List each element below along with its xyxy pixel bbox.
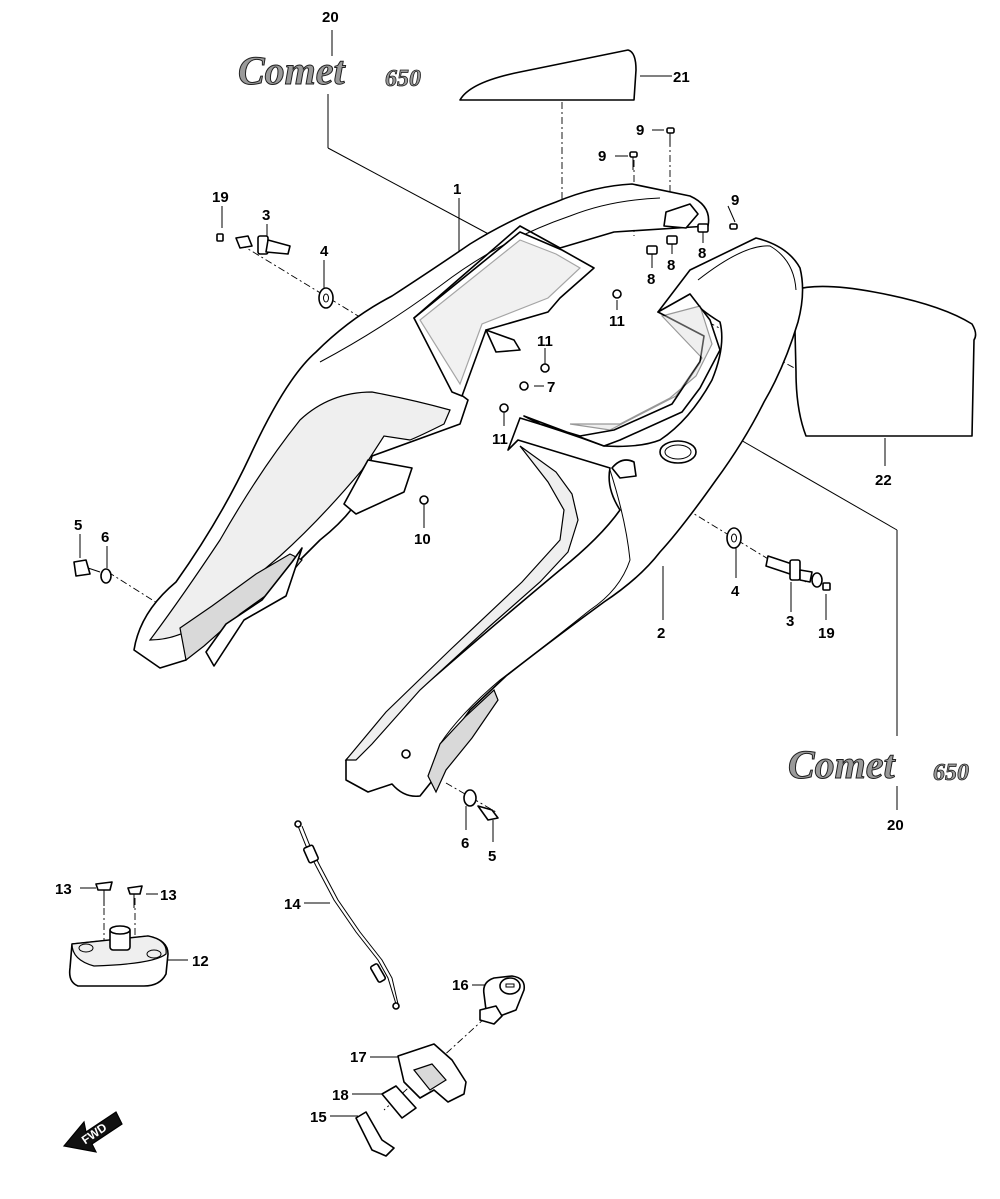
callout-20-bottom: 20 — [887, 817, 904, 834]
callout-17: 17 — [350, 1049, 367, 1066]
callout-10: 10 — [414, 531, 431, 548]
callout-11-a: 11 — [609, 313, 625, 330]
side-cover-right — [344, 237, 804, 798]
fwd-arrow-icon: FWD — [62, 1111, 123, 1153]
seat-lock-cable — [294, 820, 400, 1010]
callout-20-top: 20 — [322, 9, 339, 26]
callout-15: 15 — [310, 1109, 327, 1126]
callout-16: 16 — [452, 977, 469, 994]
svg-text:Comet: Comet — [238, 48, 347, 93]
comet-650-logo-top: Comet 650 — [238, 48, 422, 94]
seat-lock-assembly — [355, 975, 526, 1157]
callout-18: 18 — [332, 1087, 349, 1104]
callout-6-bottom: 6 — [461, 835, 469, 852]
callout-13-right: 13 — [160, 887, 177, 904]
callout-4-right: 4 — [731, 583, 740, 600]
callout-8-b: 8 — [667, 257, 675, 274]
callout-14: 14 — [284, 896, 301, 913]
callout-13-left: 13 — [55, 881, 72, 898]
svg-text:650: 650 — [385, 66, 421, 92]
callout-22: 22 — [875, 472, 892, 489]
callout-9-a: 9 — [636, 122, 644, 139]
callout-2: 2 — [657, 625, 665, 642]
callout-5-left: 5 — [74, 517, 82, 534]
svg-text:Comet: Comet — [788, 742, 897, 787]
callout-12: 12 — [192, 953, 209, 970]
seat-pad-decal-right — [793, 285, 977, 437]
callout-11-b: 11 — [537, 333, 553, 350]
callout-9-c: 9 — [731, 192, 739, 209]
callout-8-c: 8 — [698, 245, 706, 262]
callout-4-left: 4 — [320, 243, 329, 260]
comet-650-logo-bottom: Comet 650 — [788, 742, 970, 788]
callout-5-bottom: 5 — [488, 848, 496, 865]
callout-7: 7 — [547, 379, 555, 396]
callout-8-a: 8 — [647, 271, 655, 288]
fasteners — [73, 127, 831, 821]
svg-text:650: 650 — [933, 760, 969, 786]
callout-19-right: 19 — [818, 625, 835, 642]
seat-pad-decal-top — [459, 49, 637, 101]
callout-9-b: 9 — [598, 148, 606, 165]
callout-1: 1 — [453, 181, 461, 198]
callout-3-left: 3 — [262, 207, 270, 224]
mount-block-assembly — [68, 881, 169, 987]
callout-19-left: 19 — [212, 189, 229, 206]
callout-6-left: 6 — [101, 529, 109, 546]
side-cover-left — [133, 183, 710, 669]
callout-21: 21 — [673, 69, 690, 86]
callout-labels: 20 21 1 9 9 9 8 8 8 11 11 11 7 19 3 4 10… — [55, 9, 904, 1126]
callout-3-right: 3 — [786, 613, 794, 630]
callout-11-c: 11 — [492, 431, 508, 448]
